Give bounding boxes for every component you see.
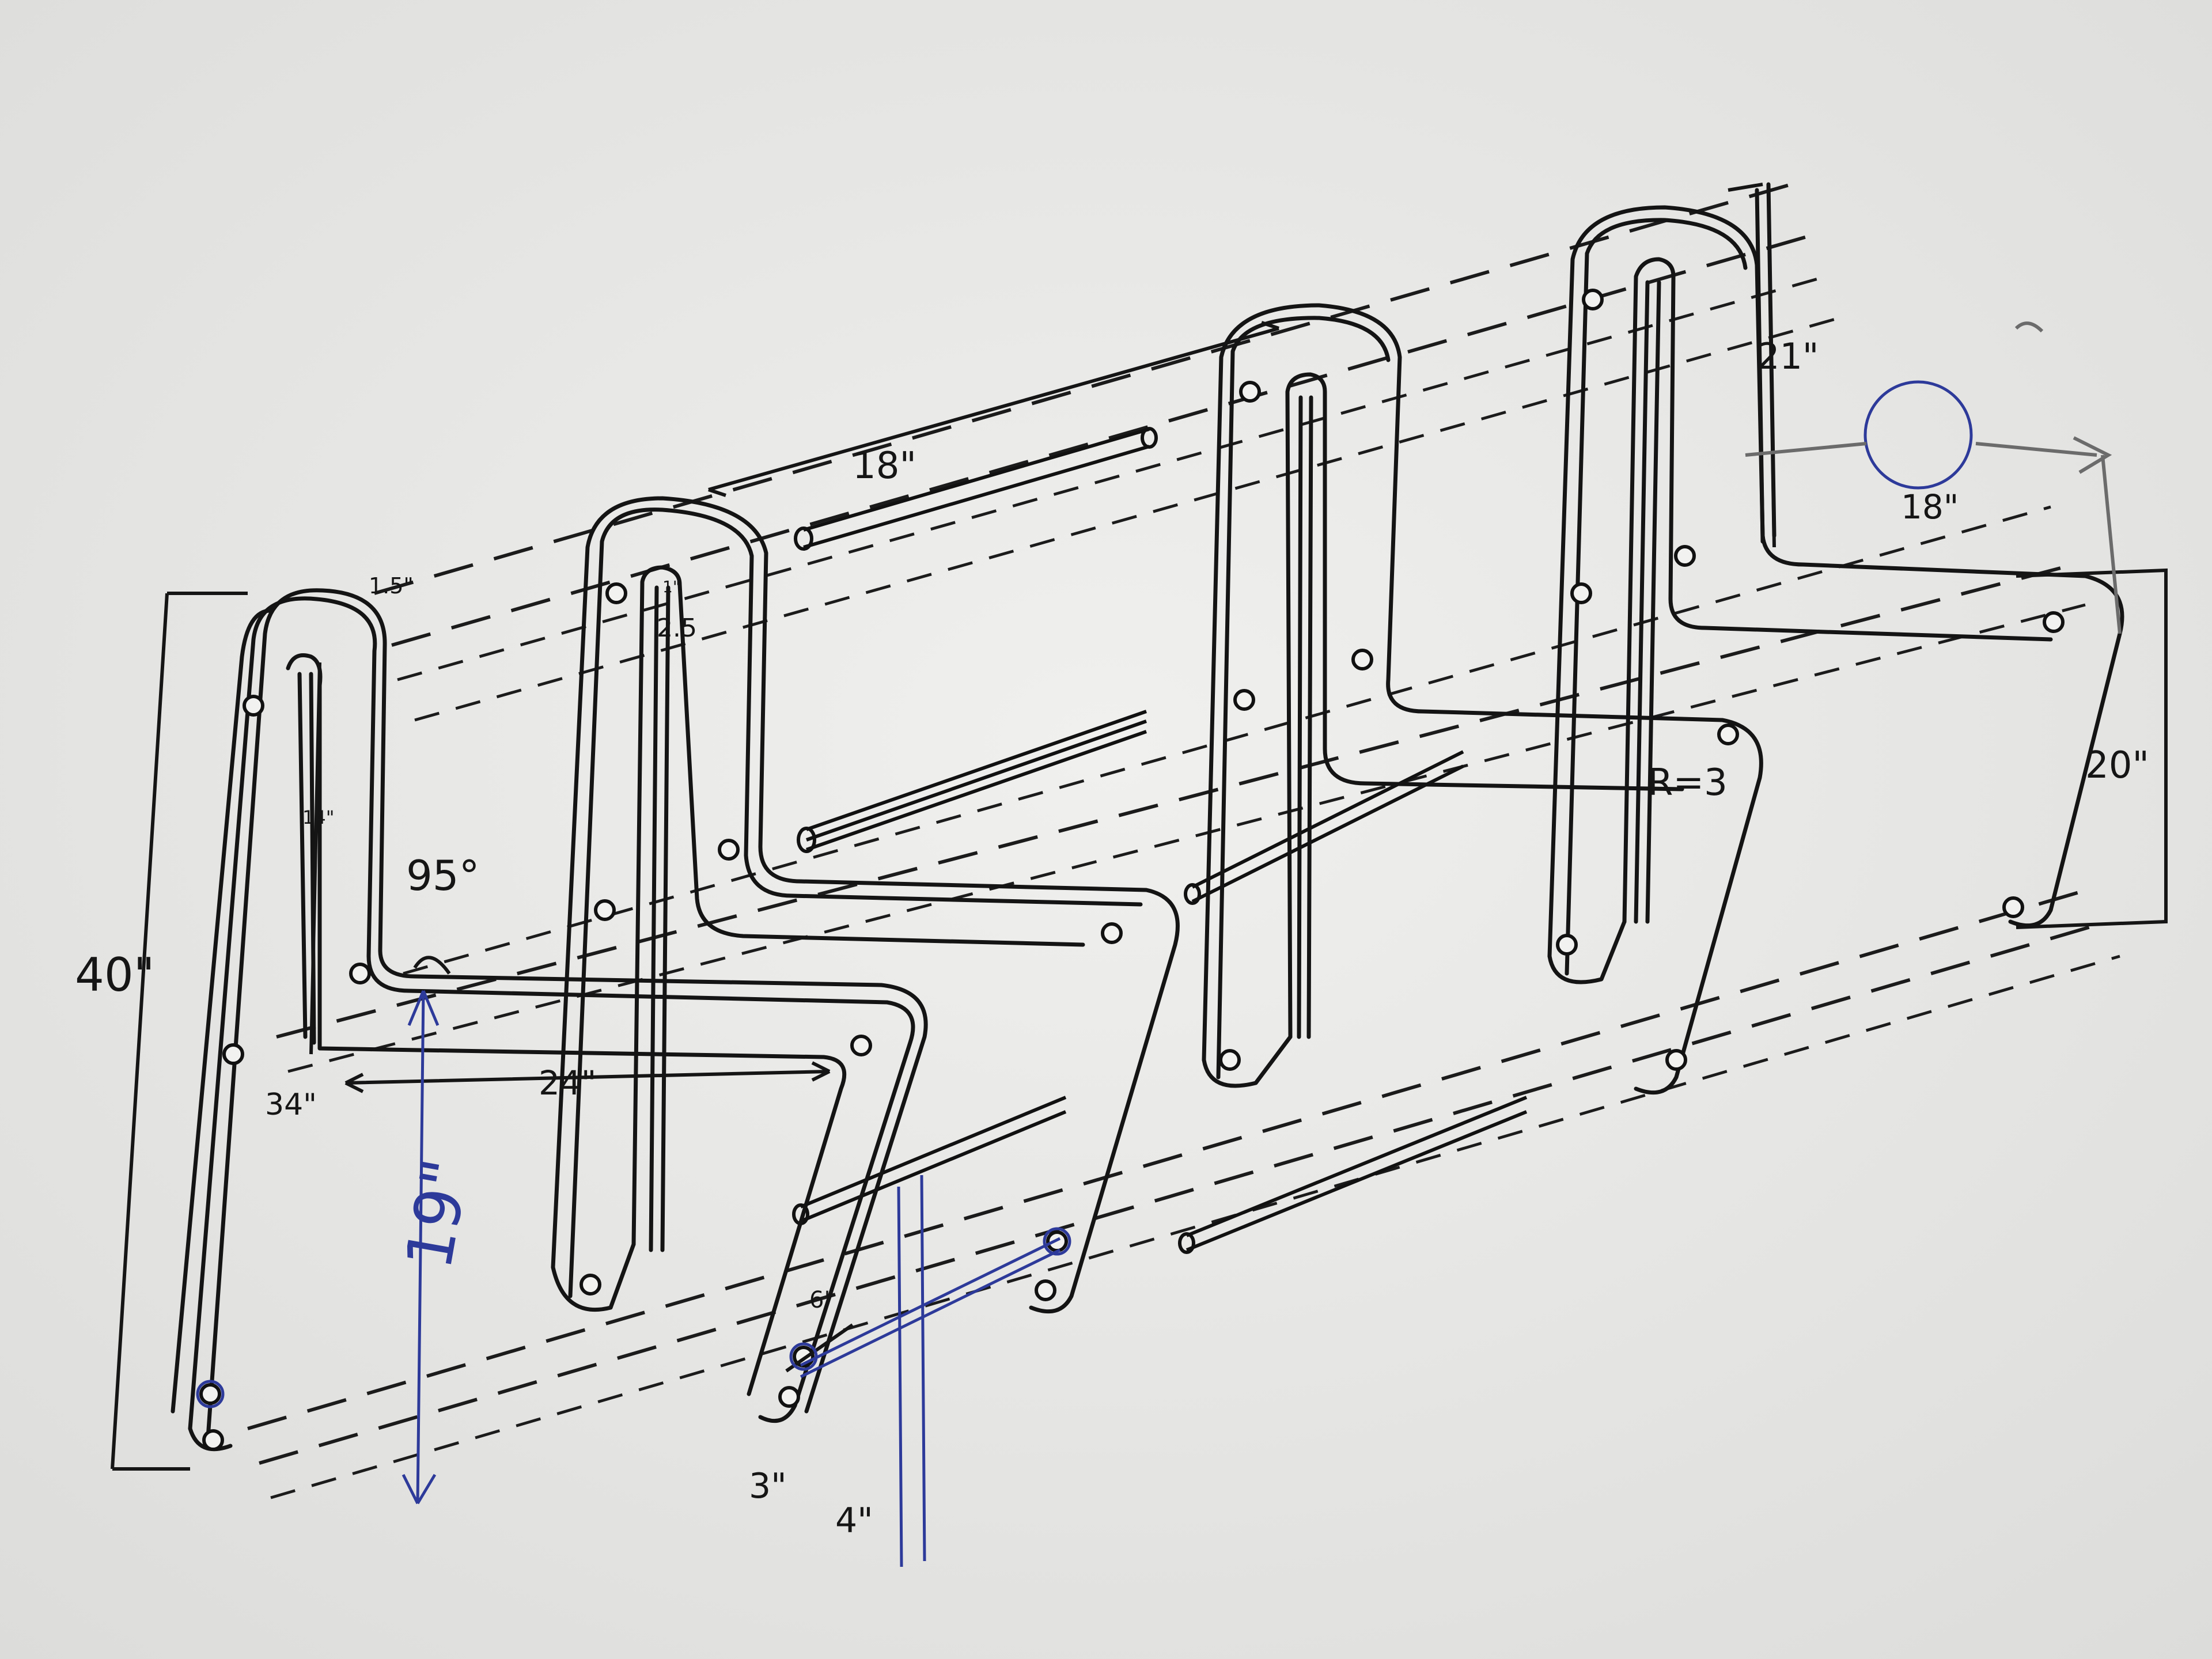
slot-length-label: 14" bbox=[302, 806, 334, 828]
radius-label: R=3 bbox=[1647, 762, 1728, 804]
bolt-holes bbox=[199, 289, 2065, 1451]
lower-height-label: 34" bbox=[265, 1088, 317, 1122]
back-height-label: 21" bbox=[1757, 335, 1819, 377]
dimension-labels: 40" 34" 95° 24" 14" 1.5" 2.5 1" 18" 21" … bbox=[75, 335, 2149, 1541]
spacing-label: 18" bbox=[1901, 487, 1959, 527]
slot-width-small-label: 1" bbox=[662, 577, 680, 596]
pencil-annotations bbox=[1745, 321, 2122, 634]
overall-height-label: 40" bbox=[75, 948, 155, 1002]
thickness-label: 1.5" bbox=[369, 573, 414, 599]
rod-length-label: 18" bbox=[853, 445, 916, 487]
seat-depth-label: 24" bbox=[539, 1063, 596, 1103]
side-frame-2 bbox=[551, 496, 1180, 1314]
offset-b-label: 4" bbox=[835, 1501, 873, 1541]
slot-width-label: 2.5 bbox=[657, 613, 697, 643]
dimension-lines bbox=[111, 183, 2168, 1471]
leg-height-label: 20" bbox=[2085, 744, 2149, 787]
foot-width-label: 6" bbox=[809, 1287, 835, 1313]
angle-label: 95° bbox=[406, 851, 480, 900]
side-frame-3 bbox=[1202, 303, 1763, 1095]
blue-annotations bbox=[196, 380, 1973, 1567]
cross-rods bbox=[792, 427, 1528, 1254]
offset-a-label: 3" bbox=[749, 1466, 787, 1506]
